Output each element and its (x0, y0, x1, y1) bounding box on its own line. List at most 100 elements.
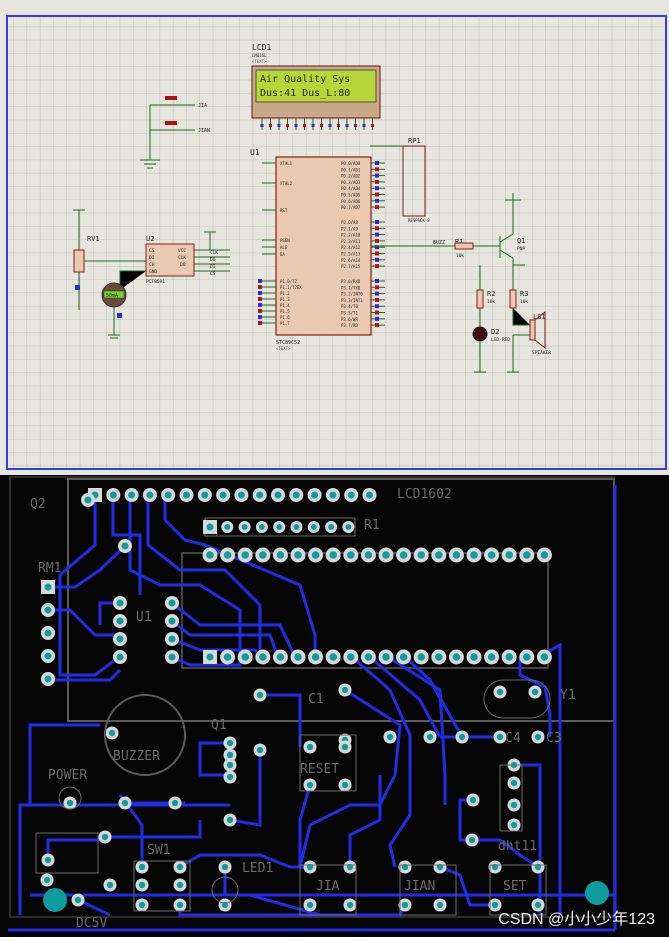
mcu-pin-label: P1.7 (280, 321, 290, 326)
pcb-trace (518, 657, 552, 737)
mcu-pin-label: ALE (280, 245, 288, 250)
r1-val: 10k (456, 253, 464, 259)
mcu-pin-label: P1.5 (280, 309, 290, 314)
q1-part: PNP (517, 246, 525, 252)
mcu-ref: U1 (250, 148, 260, 157)
pcb-trace (229, 750, 262, 827)
u2-pin-cs: CS (149, 248, 155, 254)
button-jia[interactable] (165, 96, 177, 100)
pcb-trace (46, 838, 100, 860)
silk-jia: JIA (316, 879, 340, 894)
crystal-outline (483, 679, 551, 719)
rv1-ref: RV1 (87, 235, 100, 243)
buzzer-outline (104, 694, 186, 776)
mcu-pin-label: P0.7/AD7 (341, 205, 361, 210)
silk-buzzer: BUZZER (113, 749, 160, 764)
silk-reset: RESET (300, 762, 339, 777)
rp1-body (402, 145, 426, 217)
lcd-pins (260, 118, 374, 130)
pcb-trace (458, 798, 539, 869)
u2-net-do: DO (210, 257, 216, 263)
mcu-pin-label: P3.1/TXD (341, 285, 361, 290)
pcb-trace (48, 544, 127, 589)
led1-outline (211, 876, 239, 904)
u2-component[interactable]: U2 CS DI CH GND VCC CLK DO PCF8591 CLK D… (119, 231, 230, 290)
pcb-trace (439, 865, 495, 907)
ls1-ref: LS1 (533, 313, 546, 321)
buzz-net-label: BUZZ (433, 240, 445, 246)
lcd-text-tag: <TEXT> (252, 59, 267, 64)
pcb-trace (298, 784, 312, 867)
mcu-pin-label: XTAL1 (280, 161, 293, 166)
pcb-trace (403, 655, 464, 738)
rv1-body (73, 249, 85, 273)
mcu-pin-label: P1.3 (280, 297, 290, 302)
mcu-pin-label: P3.2/INT0 (341, 292, 363, 297)
button-group[interactable]: JIA JIAN (140, 96, 210, 169)
mcu-pin-label: XTAL2 (280, 181, 293, 186)
r1-ref: R1 (455, 238, 463, 246)
mcu-pin-label: P3.6/WR (341, 317, 358, 322)
rp1-part: RESPACK-8 (408, 218, 430, 223)
jia-outline (299, 864, 357, 916)
silk-dc5v: DC5V (76, 916, 107, 931)
u2-ref: U2 (146, 235, 154, 243)
r3-body (509, 289, 517, 309)
r3-ref: R3 (520, 290, 528, 298)
pcb-trace (28, 723, 100, 805)
mcu-pin-label: P1.0/T2 (280, 279, 297, 284)
reset-outline (299, 734, 357, 792)
silk-dht11: dht11 (498, 839, 537, 854)
r2-body (476, 289, 484, 309)
mcu-pin-label: P2.5/A13 (341, 252, 361, 257)
mcu-pin-label: P0.5/AD5 (341, 193, 361, 198)
mount-hole-left (43, 888, 67, 912)
mcu-pin-label: P3.4/T0 (341, 304, 358, 309)
mcu-pin-label: P0.0/AD0 (341, 161, 361, 166)
lcd-part: LM016L (252, 53, 267, 58)
lcd-ref: LCD1 (252, 43, 271, 52)
u2-part: PCF8591 (146, 279, 165, 285)
set-outline (489, 864, 547, 916)
silk-led1: LED1 (242, 861, 273, 876)
pcb-trace (198, 741, 230, 777)
mcu-pin-label: P0.6/AD6 (341, 199, 361, 204)
lcd-line1: Air Quality Sys (260, 74, 350, 85)
u2-net-di: DI (210, 264, 216, 270)
r2-val: 10k (487, 299, 495, 305)
lcd-screen (255, 69, 377, 103)
mcu-pin-label: P0.2/AD2 (341, 174, 361, 179)
pcb-trace (111, 495, 142, 595)
rp1-component[interactable]: RP1 RESPACK-8 (370, 137, 430, 223)
silk-rp: R1 (364, 518, 380, 533)
silk-jian: JIAN (404, 879, 435, 894)
mcu-pin-label: P1.6 (280, 315, 290, 320)
lcd-component[interactable]: LCD1 LM016L <TEXT> Air Quality Sys Dus:4… (251, 43, 381, 130)
mcu-pin-label: RST (280, 208, 288, 213)
sw1-outline (133, 860, 191, 912)
mcu-pin-label: P3.7/RD (341, 323, 358, 328)
mcu-pin-label: P2.1/A9 (341, 226, 358, 231)
u2-net-cs: CS (210, 271, 216, 277)
buzzer-driver[interactable]: BUZZ R1 10k Q1 PNP R2 10k R3 10k D2 LED-… (371, 193, 551, 373)
button-jian[interactable] (165, 121, 177, 125)
silk-q2: Q2 (30, 497, 46, 512)
r3-val: 10k (520, 299, 528, 305)
u2-pin-vcc: VCC (178, 248, 186, 254)
pcb-trace (369, 655, 442, 738)
pcb-trace (298, 688, 402, 868)
rv1-component[interactable]: RV1 (73, 209, 150, 310)
d2-led (472, 326, 488, 342)
schematic-canvas: LCD1 LM016L <TEXT> Air Quality Sys Dus:4… (0, 0, 669, 475)
silk-labels: LCD1602 R1 Q2 RM1 U1 C1 C4 C3 Y1 Q1 BUZZ… (30, 487, 576, 931)
gas-sensor[interactable]: 50mA (101, 282, 127, 339)
d2-part: LED-RED (491, 337, 510, 343)
jian-outline (399, 864, 457, 916)
mcu-pin-label: P3.0/RXD (341, 279, 361, 284)
pcb-trace (163, 495, 317, 657)
silk-q1: Q1 (211, 718, 227, 733)
pcb-trace (179, 853, 310, 869)
dht11-outline (499, 764, 523, 832)
pcb-trace (48, 668, 122, 682)
u2-pin-clk: CLK (178, 255, 186, 261)
